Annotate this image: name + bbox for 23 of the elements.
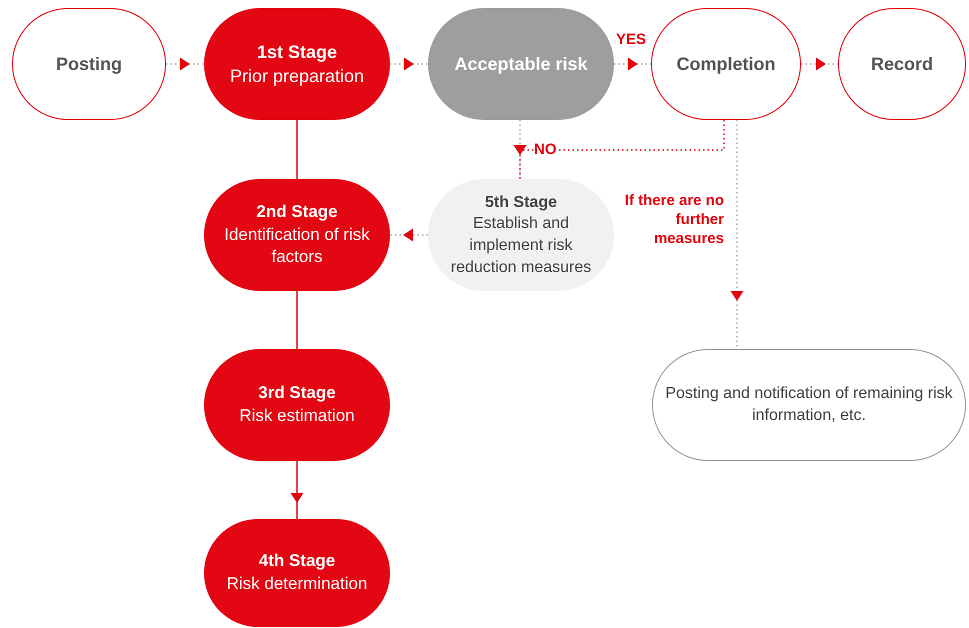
connector-arrow <box>614 58 651 70</box>
connector-arrow <box>514 120 725 179</box>
node-text: Acceptable risk <box>454 52 588 76</box>
connector-arrow <box>801 58 838 70</box>
connector-arrow <box>390 228 428 242</box>
node-text: Completion <box>676 52 776 76</box>
node-text: Risk determination <box>226 573 368 595</box>
stage-heading: 2nd Stage <box>256 200 338 223</box>
node-text: Record <box>870 52 933 76</box>
stage-heading: 3rd Stage <box>258 382 336 404</box>
node-text: Establish and implement risk reduction measures <box>450 214 592 278</box>
stage-heading: 5th Stage <box>484 192 557 213</box>
node-text: Prior preparation <box>230 65 364 88</box>
connector-arrow <box>390 58 428 70</box>
node-text: Risk estimation <box>239 405 355 427</box>
node-text: Identification of risk factors <box>223 224 371 268</box>
connector-arrow <box>730 120 744 349</box>
connector-arrow <box>166 58 204 70</box>
node-text: Posting and notification of remaining risk information, etc. <box>664 384 954 426</box>
stage-heading: 1st Stage <box>256 40 338 64</box>
stage-heading: 4th Stage <box>258 550 336 572</box>
node-text: Posting <box>56 52 122 76</box>
connector-arrow <box>290 461 304 519</box>
